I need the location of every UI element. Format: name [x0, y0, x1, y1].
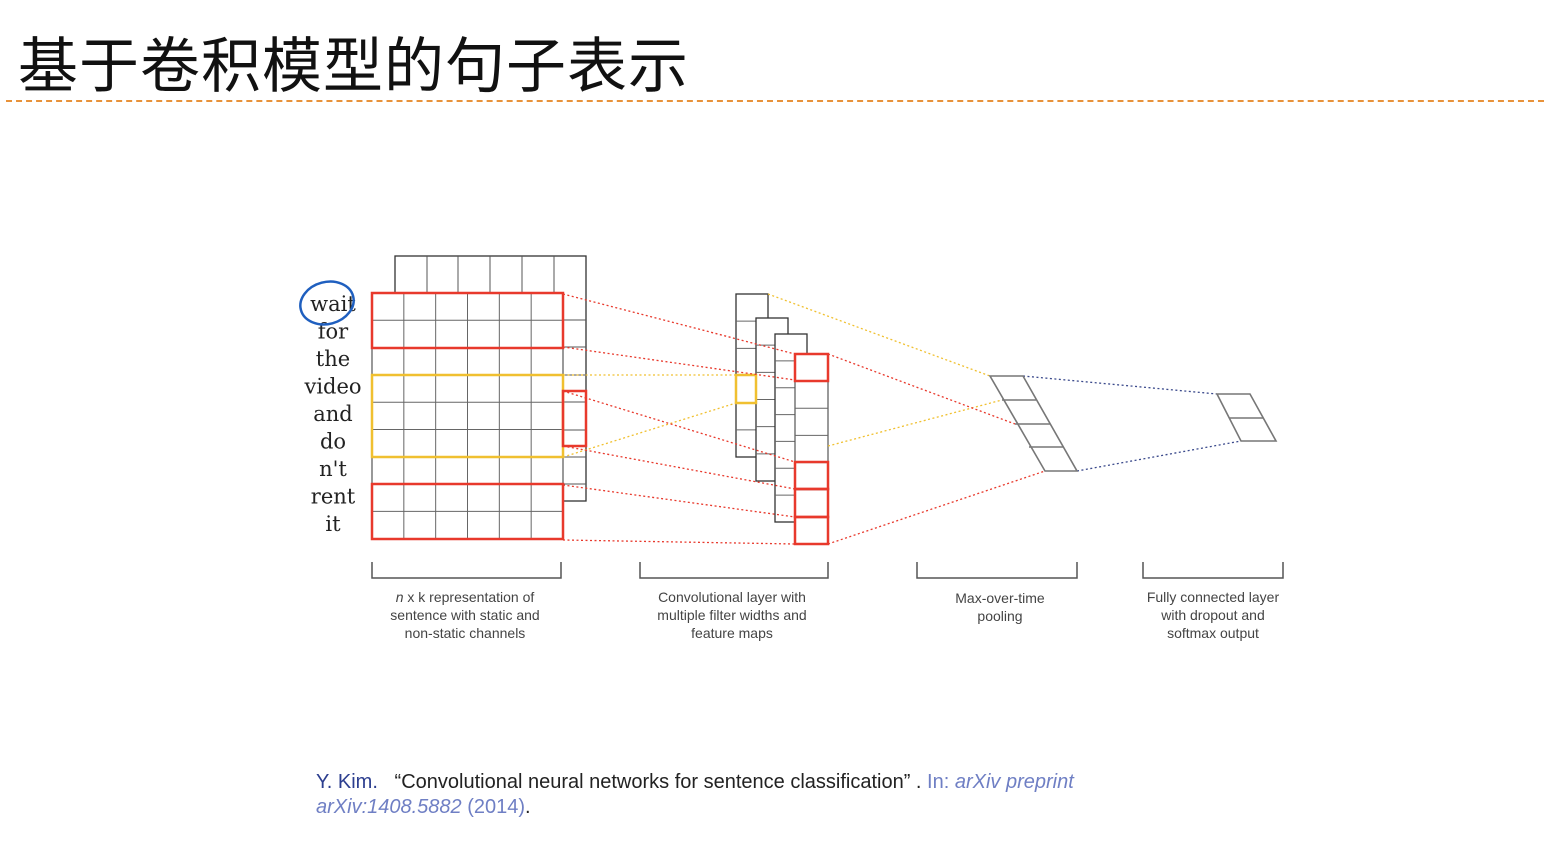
caption-fc-line2: with dropout and	[1160, 607, 1265, 623]
feature-cell-yellow	[734, 373, 758, 405]
citation-year: (2014)	[467, 796, 526, 818]
stage-brackets	[371, 562, 1284, 579]
filter-window-top	[370, 291, 565, 350]
front-channel-matrix	[371, 292, 564, 540]
feature-map-front	[793, 352, 830, 546]
annotation-circle	[299, 280, 355, 326]
caption-fc-line1: Fully connected layer	[1147, 589, 1280, 605]
citation-venue: arXiv preprint arXiv:1408.5882	[316, 771, 1074, 818]
caption-conv-line1: Convolutional layer with	[658, 589, 806, 605]
citation: Y. Kim. “Convolutional neural networks f…	[316, 770, 1176, 820]
output-layer	[1215, 393, 1278, 442]
caption-fc-line3: softmax output	[1167, 625, 1259, 641]
caption-pool-line2: pooling	[977, 608, 1022, 624]
citation-end: .	[525, 796, 531, 818]
word-and: and	[313, 402, 353, 426]
caption-input-line2: sentence with static and	[390, 607, 539, 623]
citation-in-label: In:	[927, 771, 950, 793]
word-rent: rent	[311, 485, 356, 509]
citation-sep: .	[915, 771, 922, 793]
citation-title: “Convolutional neural networks for sente…	[394, 771, 911, 793]
citation-author: Y. Kim.	[316, 771, 378, 793]
caption-conv-line3: feature maps	[691, 625, 773, 641]
filter-window-back-red	[561, 389, 588, 448]
caption-input-line1: n x k representation of	[396, 589, 535, 605]
word-video: video	[303, 375, 361, 399]
pooling-vector	[988, 375, 1079, 472]
title-divider	[6, 100, 1544, 102]
word-the: the	[316, 347, 350, 371]
word-it: it	[325, 512, 341, 536]
caption-pool-line1: Max-over-time	[955, 590, 1045, 606]
connection-lines	[562, 293, 1242, 545]
word-nt: n't	[319, 457, 347, 481]
word-do: do	[320, 430, 346, 454]
feature-cell-red-4	[793, 515, 830, 546]
caption-input-line3: non-static channels	[405, 625, 526, 641]
caption-conv-line2: multiple filter widths and	[657, 607, 806, 623]
filter-window-bottom	[370, 482, 565, 541]
feature-maps	[734, 293, 830, 546]
feature-cell-red-1	[793, 352, 830, 383]
slide-title: 基于卷积模型的句子表示	[18, 32, 689, 102]
